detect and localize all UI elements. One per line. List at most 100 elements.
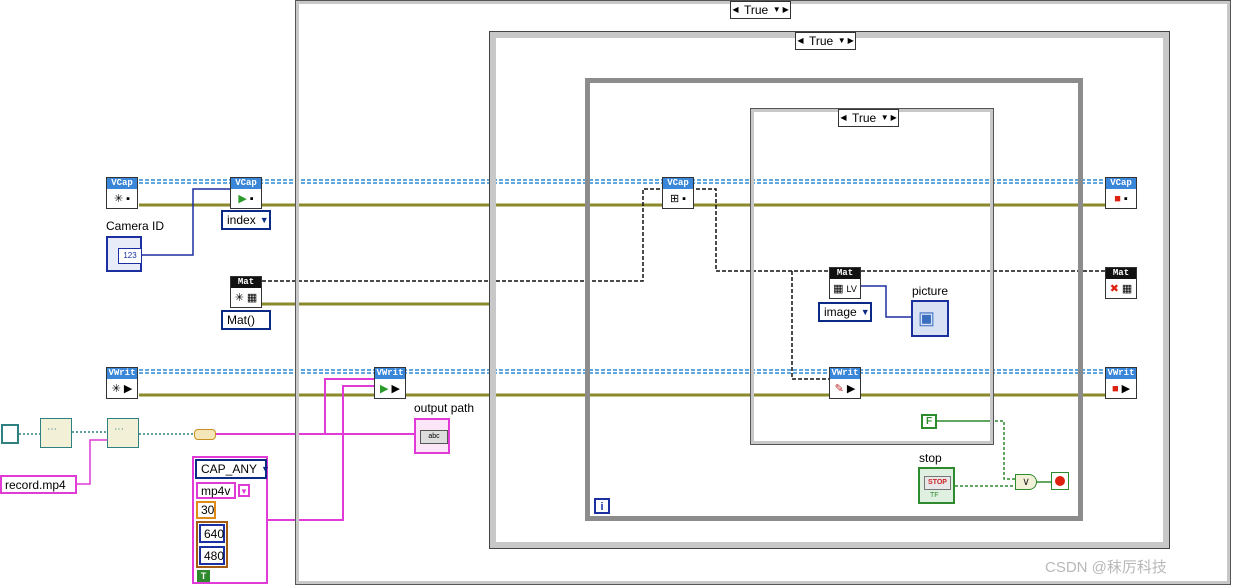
bool-false-constant[interactable]: F [921, 414, 937, 429]
node-header: Mat [231, 277, 261, 288]
ring-value: image [824, 305, 857, 319]
string-wire[interactable] [324, 378, 374, 434]
film-icon: ▶ [123, 383, 133, 395]
camera-id-label: Camera ID [106, 219, 165, 233]
mat-wire[interactable] [690, 188, 829, 272]
picture-icon: ▣ [918, 308, 936, 328]
cluster-string-wire[interactable] [268, 385, 374, 521]
sparkle-icon: ✳ [111, 383, 121, 395]
mat-wire[interactable] [262, 188, 662, 282]
picture-label: picture [912, 284, 949, 298]
decrement-arrow-icon[interactable]: ◀ [840, 113, 847, 122]
stop-button-control[interactable]: STOP TF [918, 467, 955, 504]
codec-constant[interactable]: mp4v [196, 482, 236, 499]
bool-wire[interactable] [990, 420, 1015, 480]
inner-case-selector[interactable]: ◀ True ▼ ▶ [838, 109, 900, 127]
mat-wire[interactable] [791, 271, 829, 380]
vcap-read-node[interactable]: VCap ⊞▪ [662, 177, 694, 209]
stop-square-icon: ■ [1114, 192, 1121, 205]
codec-dropdown-icon[interactable]: ▼ [238, 484, 250, 497]
lv-icon: LV [846, 283, 857, 294]
film-icon: ▶ [1121, 383, 1131, 395]
while-loop[interactable] [585, 78, 1083, 521]
dropdown-arrow-icon[interactable]: ▼ [837, 36, 846, 45]
path-build-node[interactable]: ⋯ [40, 418, 72, 448]
node-header: VWrit [1106, 368, 1136, 379]
node-header: VCap [1106, 178, 1136, 189]
image-wire[interactable] [861, 285, 911, 318]
pencil-icon: ✎ [834, 383, 844, 395]
stop-button-face: STOP [924, 476, 951, 490]
decrement-arrow-icon[interactable]: ◀ [732, 5, 739, 14]
sparkle-icon: ✳ [113, 193, 124, 205]
sparkle-icon: ✳ [234, 292, 244, 304]
frame-height-constant[interactable]: 480 [199, 546, 225, 565]
node-header: VCap [663, 178, 693, 189]
string-display: abc [420, 430, 448, 444]
node-header: VWrit [107, 368, 137, 379]
node-header: VCap [231, 178, 261, 189]
camera-icon: ▪ [126, 192, 131, 205]
increment-arrow-icon[interactable]: ▶ [890, 113, 897, 122]
mat-property-node[interactable]: Mat ▦LV [829, 267, 861, 299]
vwrit-open-node[interactable]: VWrit ▶▶ [374, 367, 406, 399]
dropdown-arrow-icon[interactable]: ▼ [259, 215, 269, 225]
mat-property-ring[interactable]: image ▼ [818, 302, 872, 322]
vcap-open-mode-ring[interactable]: index ▼ [221, 210, 271, 230]
outer-case-label: True [744, 3, 769, 17]
camera-icon: ▪ [249, 192, 254, 205]
vcap-open-node[interactable]: VCap ▶▪ [230, 177, 262, 209]
inner-case-structure[interactable] [750, 108, 994, 445]
api-preference-ring[interactable]: CAP_ANY ▼ [195, 459, 270, 479]
film-icon: ▶ [846, 383, 856, 395]
stop-terminal-icon [1055, 476, 1065, 486]
vwrit-release-node[interactable]: VWrit ■▶ [1105, 367, 1137, 399]
ring-value: CAP_ANY [201, 462, 258, 476]
vwrit-create-node[interactable]: VWrit ✳▶ [106, 367, 138, 399]
dropdown-arrow-icon[interactable]: ▼ [860, 307, 870, 317]
or-gate-icon: ∨ [1022, 476, 1031, 488]
mat-constructor-ring[interactable]: Mat() [221, 310, 271, 330]
frame-width-constant[interactable]: 640 [199, 524, 225, 543]
play-icon: ▶ [238, 193, 247, 205]
build-path-node[interactable]: ⋯ [107, 418, 139, 448]
or-gate-node[interactable]: ∨ [1015, 474, 1037, 490]
node-header: Mat [1106, 268, 1136, 279]
decrement-arrow-icon[interactable]: ◀ [797, 36, 804, 45]
fps-constant[interactable]: 30 [196, 501, 216, 519]
node-header: VWrit [375, 368, 405, 379]
increment-arrow-icon[interactable]: ▶ [782, 5, 789, 14]
play-icon: ▶ [380, 383, 389, 395]
camera-id-control[interactable]: 123 [106, 236, 142, 272]
ring-value: index [227, 213, 256, 227]
picture-indicator: ▣ [911, 300, 949, 337]
vwrit-write-node[interactable]: VWrit ✎▶ [829, 367, 861, 399]
outer-case-selector[interactable]: ◀ True ▼ ▶ [730, 1, 792, 19]
grab-icon: ⊞ [669, 193, 680, 205]
film-icon: ▶ [391, 383, 400, 395]
path-to-string-node[interactable] [194, 429, 216, 440]
is-color-true-constant[interactable]: T [197, 570, 210, 582]
mat-create-node[interactable]: Mat ✳▦ [230, 276, 262, 308]
dropdown-arrow-icon[interactable]: ▼ [880, 113, 889, 122]
file-path-icon [1, 424, 19, 444]
numeric-display: 123 [118, 248, 142, 264]
vcap-create-node[interactable]: VCap ✳▪ [106, 177, 138, 209]
middle-case-label: True [809, 34, 834, 48]
stop-label: stop [919, 451, 942, 465]
dropdown-arrow-icon[interactable]: ▼ [772, 5, 781, 14]
increment-arrow-icon[interactable]: ▶ [847, 36, 854, 45]
loop-stop-terminal[interactable] [1051, 472, 1069, 490]
vcap-release-node[interactable]: VCap ■▪ [1105, 177, 1137, 209]
path-build-icon: ⋯ [47, 424, 57, 435]
dropdown-arrow-icon[interactable]: ▼ [261, 464, 270, 474]
record-file-name-constant[interactable]: record.mp4 [0, 475, 77, 494]
camera-id-wire[interactable] [142, 188, 230, 256]
grid-icon: ▦ [833, 283, 844, 295]
output-path-indicator: abc [414, 418, 450, 454]
stop-type-label: TF [930, 492, 939, 499]
string-wire[interactable] [77, 439, 107, 485]
mat-release-node[interactable]: Mat ✖▦ [1105, 267, 1137, 299]
middle-case-selector[interactable]: ◀ True ▼ ▶ [795, 32, 857, 50]
